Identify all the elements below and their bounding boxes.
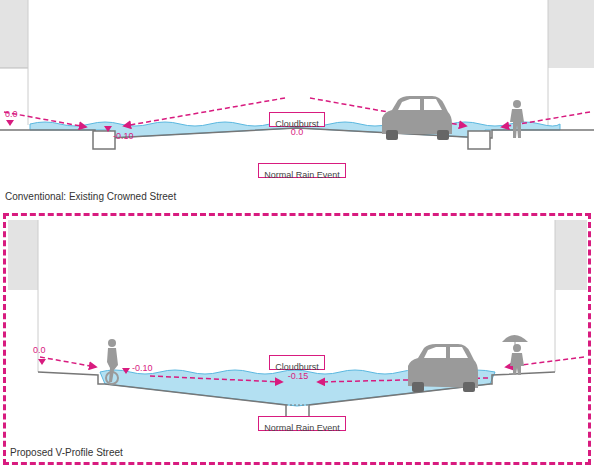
box-text: Normal Rain Event [264, 423, 340, 433]
event-box: Cloudburst [269, 355, 325, 370]
elevation-label: -0.15 [288, 371, 309, 382]
elevation-label: 0.0 [33, 345, 46, 356]
event-box: Normal Rain Event [258, 163, 346, 178]
elevation-label: 0.0 [291, 127, 304, 138]
elevation-label: 0.0 [5, 109, 18, 120]
dashed-frame: Proposed V-Profile Street CloudburstNorma… [3, 213, 591, 465]
frame-caption: Proposed V-Profile Street [10, 447, 123, 458]
event-box: Normal Rain Event [258, 416, 346, 431]
diagram-caption: Conventional: Existing Crowned Street [5, 191, 176, 202]
event-box: Cloudburst [269, 112, 325, 127]
box-text: Normal Rain Event [264, 170, 340, 180]
elevation-label: -0.10 [132, 363, 153, 374]
box-text: Cloudburst [275, 362, 319, 372]
elevation-label: -0.10 [113, 131, 134, 142]
